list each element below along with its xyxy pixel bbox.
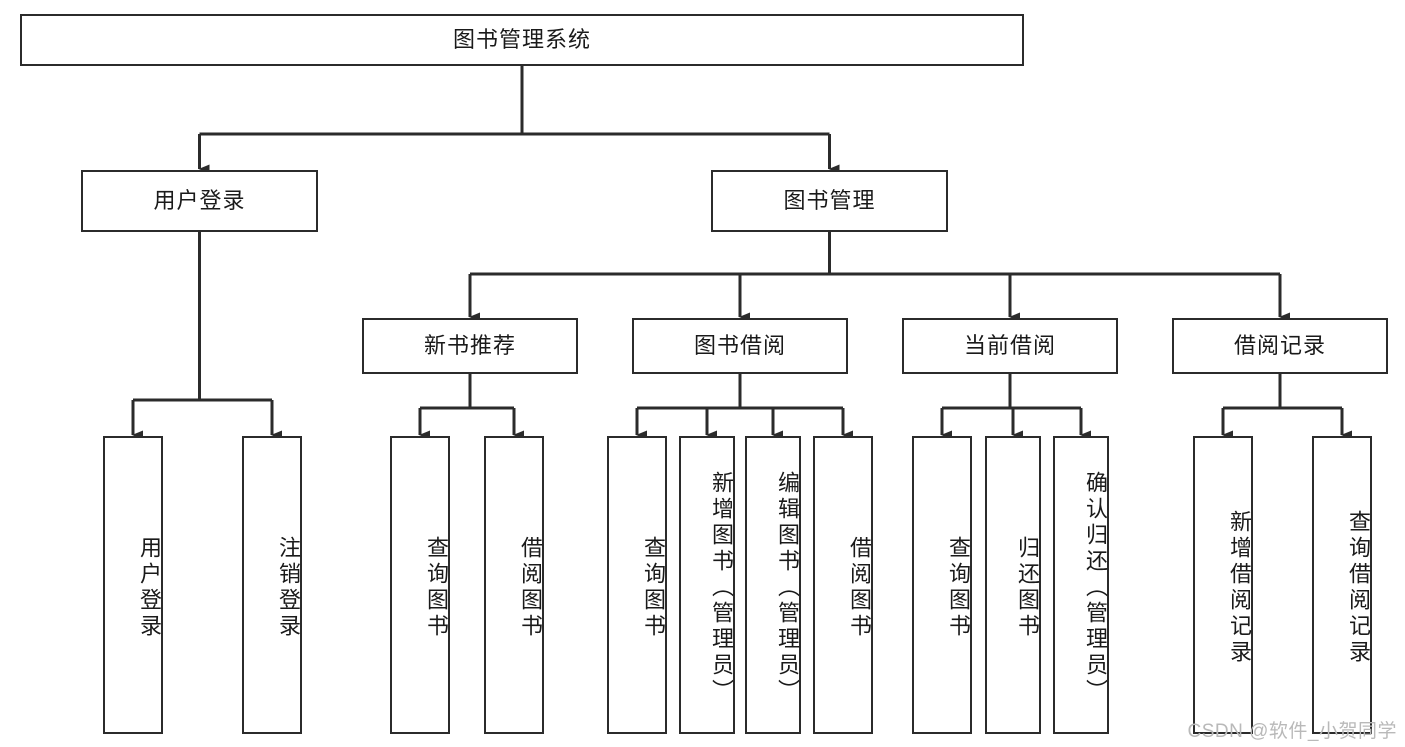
node-leaf-borrow-book-1[interactable]: 借阅图书 <box>484 436 544 734</box>
node-label: 查询图书 <box>641 536 666 640</box>
node-label: 新增图书（管理员） <box>709 471 734 705</box>
node-label: 注销登录 <box>276 536 301 640</box>
node-label: 借阅图书 <box>518 536 543 640</box>
node-label: 借阅记录 <box>1233 332 1326 358</box>
node-leaf-add-record[interactable]: 新增借阅记录 <box>1193 436 1253 734</box>
node-label: 图书管理 <box>783 187 876 213</box>
node-label: 查询图书 <box>424 536 449 640</box>
node-label: 新书推荐 <box>423 332 516 358</box>
node-label: 用户登录 <box>153 187 246 213</box>
node-newbook[interactable]: 新书推荐 <box>362 318 578 374</box>
node-leaf-query-book-1[interactable]: 查询图书 <box>390 436 450 734</box>
node-label: 归还图书 <box>1015 536 1040 640</box>
node-leaf-query-book-3[interactable]: 查询图书 <box>912 436 972 734</box>
node-leaf-add-book[interactable]: 新增图书（管理员） <box>679 436 735 734</box>
node-leaf-edit-book[interactable]: 编辑图书（管理员） <box>745 436 801 734</box>
node-label: 借阅图书 <box>847 536 872 640</box>
node-label: 查询借阅记录 <box>1346 510 1371 666</box>
node-bookmgmt[interactable]: 图书管理 <box>711 170 948 232</box>
node-label: 用户登录 <box>137 536 162 640</box>
node-leaf-user-login[interactable]: 用户登录 <box>103 436 163 734</box>
watermark-text: CSDN @软件_小贺同学 <box>1187 721 1397 742</box>
node-label: 当前借阅 <box>963 332 1056 358</box>
node-leaf-query-record[interactable]: 查询借阅记录 <box>1312 436 1372 734</box>
node-root[interactable]: 图书管理系统 <box>20 14 1024 66</box>
node-label: 确认归还（管理员） <box>1083 471 1108 705</box>
node-leaf-borrow-book-2[interactable]: 借阅图书 <box>813 436 873 734</box>
node-label: 图书管理系统 <box>452 26 591 52</box>
node-leaf-return-book[interactable]: 归还图书 <box>985 436 1041 734</box>
node-records[interactable]: 借阅记录 <box>1172 318 1388 374</box>
node-leaf-query-book-2[interactable]: 查询图书 <box>607 436 667 734</box>
node-current[interactable]: 当前借阅 <box>902 318 1118 374</box>
node-label: 查询图书 <box>946 536 971 640</box>
node-login[interactable]: 用户登录 <box>81 170 318 232</box>
node-label: 图书借阅 <box>693 332 786 358</box>
node-borrow[interactable]: 图书借阅 <box>632 318 848 374</box>
node-leaf-confirm-return[interactable]: 确认归还（管理员） <box>1053 436 1109 734</box>
node-label: 新增借阅记录 <box>1227 510 1252 666</box>
node-label: 编辑图书（管理员） <box>775 471 800 705</box>
node-leaf-logout[interactable]: 注销登录 <box>242 436 302 734</box>
